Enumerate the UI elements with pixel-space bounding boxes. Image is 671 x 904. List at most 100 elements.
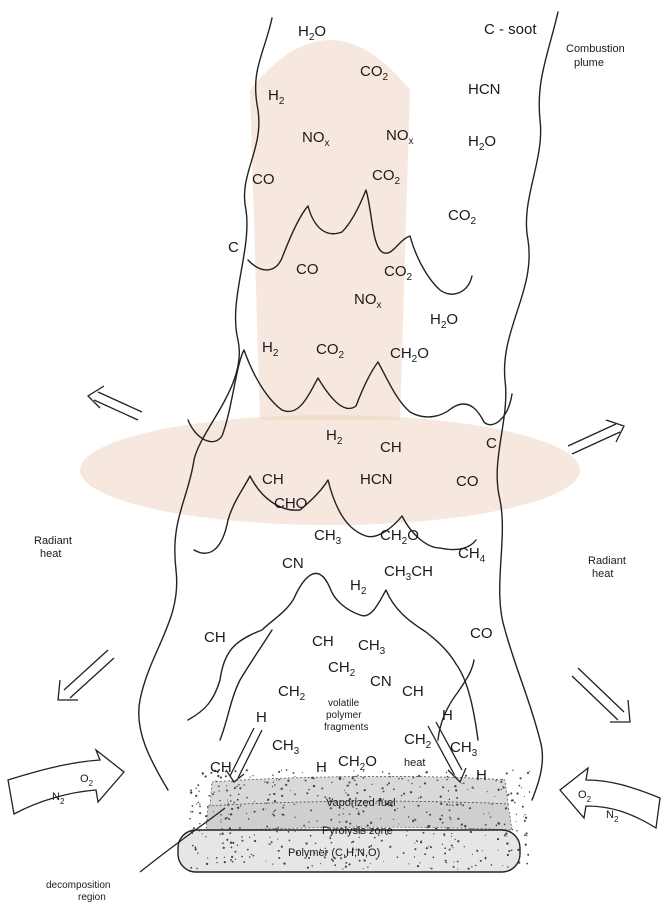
particle-dot xyxy=(397,808,398,809)
particle-dot xyxy=(246,769,248,771)
particle-dot xyxy=(254,834,255,835)
particle-dot xyxy=(224,857,225,858)
species-label: H2O xyxy=(298,23,326,43)
particle-dot xyxy=(439,818,441,820)
species-label: H2 xyxy=(350,577,367,597)
particle-dot xyxy=(295,831,296,832)
particle-dot xyxy=(497,789,499,791)
particle-dot xyxy=(192,833,193,834)
particle-dot xyxy=(195,788,196,789)
particle-dot xyxy=(286,769,288,771)
particle-dot xyxy=(526,863,528,865)
particle-dot xyxy=(311,777,313,779)
particle-dot xyxy=(526,832,528,834)
particle-dot xyxy=(406,830,408,832)
particle-dot xyxy=(467,789,468,790)
particle-dot xyxy=(313,778,315,780)
particle-dot xyxy=(345,866,347,868)
species-label: CH3 xyxy=(272,737,300,757)
particle-dot xyxy=(190,792,192,794)
particle-dot xyxy=(420,786,421,787)
particle-dot xyxy=(487,791,488,792)
particle-dot xyxy=(440,803,442,805)
particle-dot xyxy=(229,827,231,829)
particle-dot xyxy=(448,790,449,791)
particle-dot xyxy=(468,868,470,870)
particle-dot xyxy=(516,814,517,815)
radiant-left-line1: Radiant xyxy=(34,535,72,547)
fragments-line3: fragments xyxy=(324,722,368,733)
particle-dot xyxy=(522,806,524,808)
particle-dot xyxy=(195,849,197,851)
species-label: CH2O xyxy=(380,527,419,547)
particle-dot xyxy=(520,777,522,779)
species-label: H xyxy=(316,759,327,776)
o2-left: O2 xyxy=(80,773,94,788)
particle-dot xyxy=(363,859,365,861)
particle-dot xyxy=(470,831,472,833)
particle-dot xyxy=(523,816,524,817)
particle-dot xyxy=(356,792,358,794)
particle-dot xyxy=(394,809,396,811)
particle-dot xyxy=(393,788,395,790)
particle-dot xyxy=(274,800,276,802)
particle-dot xyxy=(420,841,422,843)
particle-dot xyxy=(517,849,519,851)
particle-dot xyxy=(253,811,255,813)
particle-dot xyxy=(416,840,418,842)
particle-dot xyxy=(401,795,403,797)
particle-dot xyxy=(506,772,508,774)
particle-dot xyxy=(347,794,349,796)
particle-dot xyxy=(274,809,276,811)
particle-dot xyxy=(452,847,453,848)
particle-dot xyxy=(239,787,241,789)
particle-dot xyxy=(306,792,308,794)
particle-dot xyxy=(414,843,415,844)
particle-dot xyxy=(449,849,451,851)
particle-dot xyxy=(332,860,334,862)
particle-dot xyxy=(358,813,360,815)
particle-dot xyxy=(527,854,529,856)
particle-dot xyxy=(414,848,416,850)
particle-dot xyxy=(428,846,429,847)
particle-dot xyxy=(476,850,478,852)
particle-dot xyxy=(446,772,447,773)
particle-dot xyxy=(320,863,321,864)
air-arrow-left xyxy=(8,750,124,814)
particle-dot xyxy=(272,863,273,864)
particle-dot xyxy=(281,814,283,816)
particle-dot xyxy=(352,777,354,779)
particle-dot xyxy=(427,827,429,829)
particle-dot xyxy=(354,776,355,777)
particle-dot xyxy=(221,819,222,820)
particle-dot xyxy=(249,776,250,777)
particle-dot xyxy=(221,833,223,835)
particle-dot xyxy=(197,802,199,804)
particle-dot xyxy=(202,833,203,834)
particle-dot xyxy=(191,831,192,832)
particle-dot xyxy=(197,852,198,853)
particle-dot xyxy=(199,830,200,831)
n2-left: N2 xyxy=(52,791,65,806)
particle-dot xyxy=(529,791,531,793)
particle-dot xyxy=(496,825,498,827)
species-label: CH xyxy=(402,683,424,700)
particle-dot xyxy=(282,807,284,809)
species-label: H xyxy=(442,707,453,724)
particle-dot xyxy=(516,830,517,831)
particle-dot xyxy=(220,805,221,806)
particle-dot xyxy=(485,857,487,859)
particle-dot xyxy=(223,843,224,844)
particle-dot xyxy=(382,787,384,789)
particle-dot xyxy=(268,843,269,844)
particle-dot xyxy=(190,811,191,812)
particle-dot xyxy=(526,835,527,836)
particle-dot xyxy=(381,840,383,842)
particle-dot xyxy=(278,850,280,852)
particle-dot xyxy=(429,867,430,868)
particle-dot xyxy=(228,802,229,803)
particle-dot xyxy=(302,772,303,773)
particle-dot xyxy=(193,827,195,829)
particle-dot xyxy=(425,772,427,774)
